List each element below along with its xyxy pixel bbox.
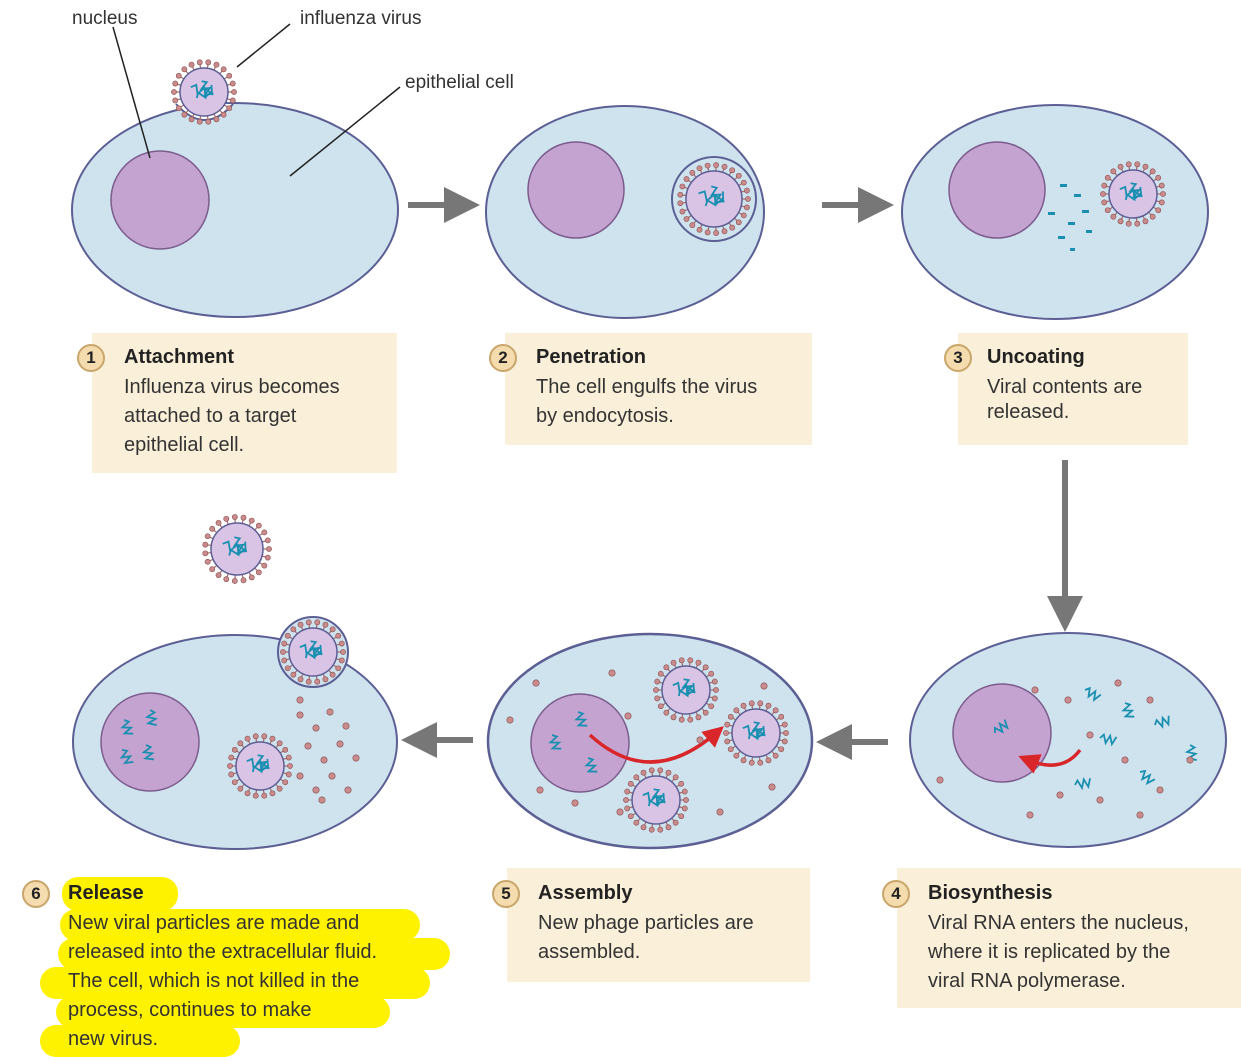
- protein-particle: [572, 800, 578, 806]
- protein-particle: [1065, 697, 1071, 703]
- nucleus-3: [949, 142, 1045, 238]
- label-epithelial-cell: epithelial cell: [405, 72, 514, 94]
- step-3-badge: 3: [944, 344, 972, 372]
- protein-particle: [1157, 787, 1163, 793]
- step-6-line-3: The cell, which is not killed in the: [68, 967, 359, 996]
- protein-particle: [769, 784, 775, 790]
- step-4-line-3: viral RNA polymerase.: [928, 967, 1126, 996]
- step-2-badge: 2: [489, 344, 517, 372]
- protein-particle: [617, 809, 623, 815]
- step-6-line-1: New viral particles are made and: [68, 909, 359, 938]
- protein-particle: [609, 670, 615, 676]
- nucleus-4: [953, 684, 1051, 782]
- protein-particle: [313, 725, 319, 731]
- step-6-badge: 6: [22, 880, 50, 908]
- step-5-line-2: assembled.: [538, 938, 640, 967]
- step-6-line-5: new virus.: [68, 1025, 158, 1054]
- step-2-title: Penetration: [536, 346, 646, 369]
- label-nucleus: nucleus: [72, 8, 138, 30]
- nucleus-5: [531, 694, 629, 792]
- step-5-line-1: New phage particles are: [538, 909, 754, 938]
- step-3-line-2: released.: [987, 398, 1069, 427]
- protein-particle: [321, 757, 327, 763]
- protein-particle: [1032, 687, 1038, 693]
- protein-particle: [717, 809, 723, 815]
- protein-particle: [937, 777, 943, 783]
- protein-particle: [1147, 697, 1153, 703]
- step-6-line-4: process, continues to make: [68, 996, 311, 1025]
- step-2-line-2: by endocytosis.: [536, 402, 674, 431]
- protein-particle: [1027, 812, 1033, 818]
- step-1-badge: 1: [77, 344, 105, 372]
- step-6-line-2: released into the extracellular fluid.: [68, 938, 377, 967]
- step-5-badge: 5: [492, 880, 520, 908]
- virus-released: [203, 514, 272, 583]
- step-4-badge: 4: [882, 880, 910, 908]
- protein-particle: [297, 712, 303, 718]
- protein-particle: [697, 737, 703, 743]
- leader-virus: [237, 24, 290, 67]
- protein-particle: [327, 709, 333, 715]
- protein-particle: [507, 717, 513, 723]
- protein-particle: [1122, 757, 1128, 763]
- step-4-line-1: Viral RNA enters the nucleus,: [928, 909, 1189, 938]
- nucleus-1: [111, 151, 209, 249]
- nucleus-6: [101, 693, 199, 791]
- step-1-line-1: Influenza virus becomes: [124, 373, 340, 402]
- protein-particle: [297, 773, 303, 779]
- protein-particle: [1187, 757, 1193, 763]
- protein-particle: [313, 787, 319, 793]
- protein-particle: [625, 713, 631, 719]
- protein-particle: [343, 723, 349, 729]
- step-5-title: Assembly: [538, 882, 633, 905]
- step-1-line-2: attached to a target: [124, 402, 296, 431]
- protein-particle: [297, 697, 303, 703]
- protein-particle: [1115, 680, 1121, 686]
- protein-particle: [329, 773, 335, 779]
- label-influenza-virus: influenza virus: [300, 8, 421, 30]
- protein-particle: [353, 755, 359, 761]
- protein-particle: [1057, 792, 1063, 798]
- protein-particle: [537, 787, 543, 793]
- step-3-title: Uncoating: [987, 346, 1085, 369]
- protein-particle: [337, 741, 343, 747]
- step-6-title: Release: [68, 882, 144, 905]
- step-1-title: Attachment: [124, 346, 234, 369]
- protein-particle: [761, 683, 767, 689]
- step-4-line-2: where it is replicated by the: [928, 938, 1170, 967]
- protein-particle: [1137, 812, 1143, 818]
- step-4-title: Biosynthesis: [928, 882, 1052, 905]
- protein-particle: [319, 797, 325, 803]
- protein-particle: [533, 680, 539, 686]
- protein-particle: [1087, 732, 1093, 738]
- protein-particle: [305, 743, 311, 749]
- nucleus-2: [528, 142, 624, 238]
- protein-particle: [345, 787, 351, 793]
- protein-particle: [1097, 797, 1103, 803]
- step-2-line-1: The cell engulfs the virus: [536, 373, 757, 402]
- step-1-line-3: epithelial cell.: [124, 431, 244, 460]
